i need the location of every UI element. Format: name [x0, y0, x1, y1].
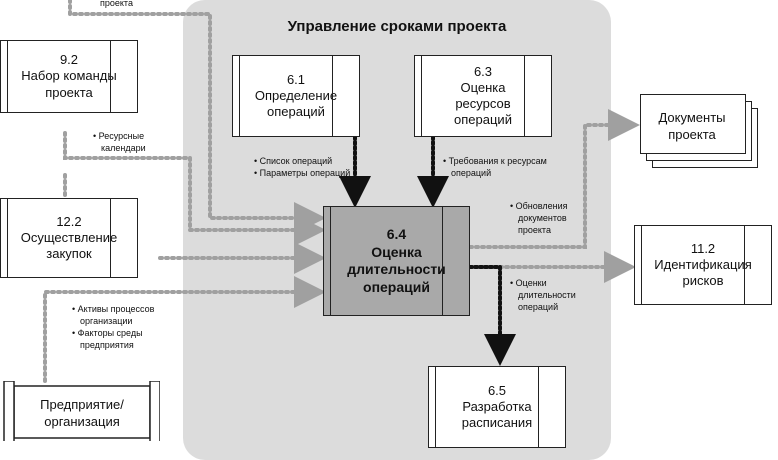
- arrow-duration-to-schedule: [468, 265, 516, 366]
- note-define-outputs: Список операций Параметры операций: [254, 155, 350, 179]
- note-enterprise-inputs: Активы процессов организации Факторы сре…: [72, 303, 154, 352]
- arrow-top-to-duration: [68, 0, 326, 234]
- note-resource-calendars: Ресурсные календари: [93, 130, 146, 154]
- top-cut-label: проекта: [100, 0, 133, 8]
- connector-lines: [43, 0, 640, 383]
- document-sheet: [640, 94, 746, 154]
- region-title: Управление сроками проекта: [287, 18, 507, 35]
- note-resource-requirements: Требования к ресурсам операций: [443, 155, 547, 179]
- arrow-team-to-duration: [63, 131, 326, 246]
- box-enterprise: Предприятие/ организация: [0, 381, 160, 441]
- project-documents: Документы проекта: [640, 94, 758, 169]
- enterprise-shape: [3, 381, 160, 441]
- documents-label: Документы проекта: [658, 110, 726, 142]
- arrow-duration-to-docs: [468, 109, 640, 249]
- arrow-enterprise-to-duration: [43, 276, 326, 383]
- note-duration-estimates: Оценки длительности операций: [510, 277, 576, 313]
- note-document-updates: Обновления документов проекта: [510, 200, 568, 236]
